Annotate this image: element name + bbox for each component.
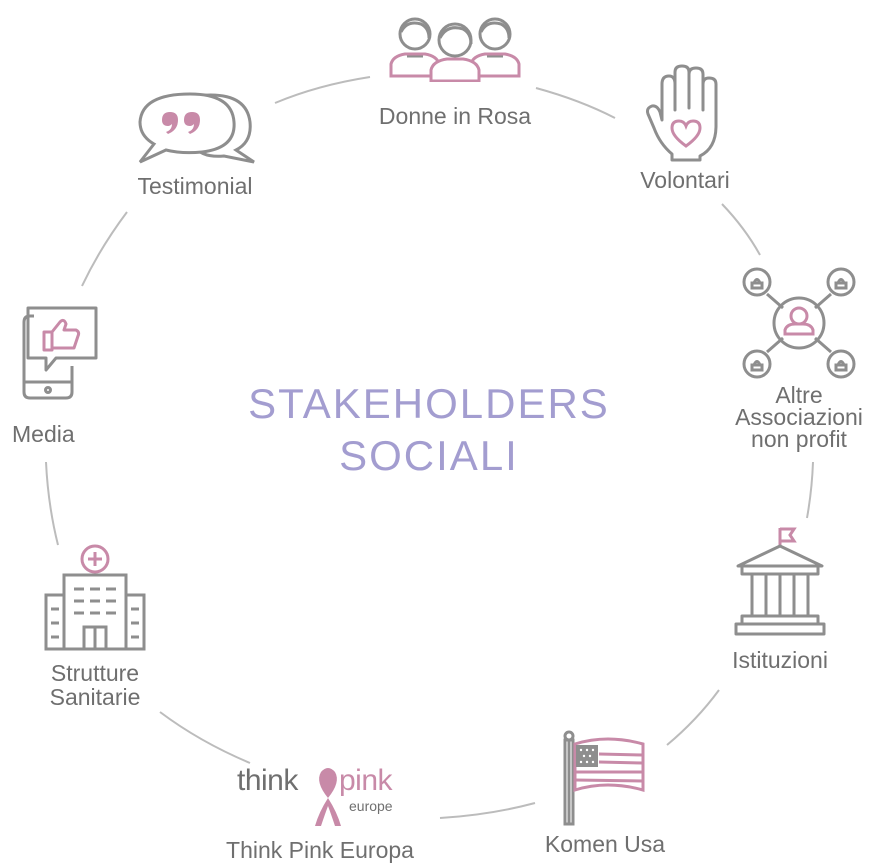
node-testimonial: Testimonial	[110, 88, 280, 199]
node-komen-usa: Komen Usa	[530, 730, 680, 857]
usa-flag-icon	[563, 730, 645, 826]
think-pink-logo: think pink europe	[235, 762, 405, 832]
pink-ribbon-icon	[315, 768, 341, 826]
node-strutture-sanitarie: Strutture Sanitarie	[10, 543, 180, 709]
institution-building-icon	[734, 527, 826, 636]
node-donne-in-rosa: Donne in Rosa	[355, 12, 555, 129]
arc-komen-thinkpink	[439, 802, 536, 819]
node-altre-associazioni: Altre Associazioni non profit	[724, 264, 874, 452]
center-title-line1: STAKEHOLDERS	[248, 380, 610, 427]
node-label: Think Pink Europa	[226, 837, 414, 863]
node-istituzioni: Istituzioni	[705, 526, 855, 673]
phone-like-icon	[22, 306, 98, 400]
logo-pink-text: pink	[339, 764, 393, 797]
raised-hand-heart-icon	[646, 64, 718, 162]
arc-testimonial-donne	[274, 76, 371, 104]
center-title-line2: SOCIALI	[339, 432, 519, 479]
arc-istituzioni-komen	[666, 689, 720, 746]
center-title: STAKEHOLDERS SOCIALI	[189, 378, 669, 482]
node-label: Testimonial	[137, 173, 253, 199]
node-label: Media	[12, 421, 75, 447]
arc-thinkpink-strutture	[159, 711, 251, 764]
node-label-line1: Altre	[775, 382, 823, 408]
node-label: Istituzioni	[732, 647, 828, 673]
network-people-icon	[742, 267, 856, 379]
arc-associazioni-istituzioni	[806, 461, 814, 519]
arc-media-testimonial	[81, 211, 128, 287]
arc-strutture-media	[45, 461, 59, 546]
arc-donne-volontari	[535, 87, 616, 119]
women-group-icon	[389, 17, 521, 82]
hospital-icon	[44, 544, 146, 651]
node-label: Altre Associazioni non profit	[735, 382, 863, 452]
node-think-pink-europa: think pink europe Think Pink Europa	[200, 762, 440, 863]
node-label-line3: non profit	[751, 426, 847, 452]
quote-bubbles-icon	[138, 92, 255, 164]
node-label-line2: Associazioni	[735, 404, 863, 430]
node-volontari: Volontari	[610, 64, 760, 193]
node-label-line2: Sanitarie	[49, 684, 141, 710]
logo-think-text: think	[237, 764, 298, 797]
node-media: Media	[0, 302, 100, 447]
node-label: Volontari	[640, 167, 730, 193]
node-label: Komen Usa	[544, 831, 666, 857]
node-label: Strutture Sanitarie	[50, 661, 141, 709]
node-label: Donne in Rosa	[378, 103, 532, 129]
arc-volontari-associazioni	[721, 203, 761, 256]
logo-europe-text: europe	[349, 798, 393, 814]
node-label-line1: Strutture	[50, 660, 140, 686]
